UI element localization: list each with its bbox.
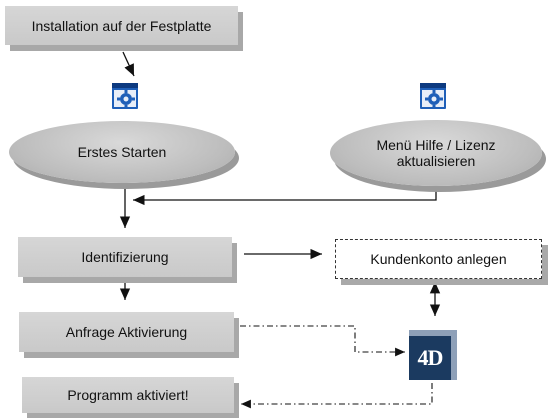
menu-help-text: Menü Hilfe / Lizenz aktualisieren <box>376 137 495 169</box>
arrow-request-to-logo <box>240 325 405 357</box>
program-activated-label: Programm aktiviert! <box>67 387 189 403</box>
install-label: Installation auf der Festplatte <box>31 17 212 34</box>
arrow-install-to-icon <box>122 51 135 77</box>
request-activation-box: Anfrage Aktivierung <box>19 312 234 352</box>
identify-box: Identifizierung <box>18 237 232 277</box>
menu-help-ellipse: Menü Hilfe / Lizenz aktualisieren <box>330 120 542 186</box>
first-start-ellipse: Erstes Starten <box>9 121 235 183</box>
customer-account-box: Kundenkonto anlegen <box>335 239 542 279</box>
menu-help-line2: aktualisieren <box>396 153 476 169</box>
arrow-logo-to-activated <box>241 383 433 409</box>
application-gear-icon <box>418 83 448 111</box>
program-activated-box: Programm aktiviert! <box>22 377 234 413</box>
menu-help-line1: Menü Hilfe / Lizenz <box>376 137 496 153</box>
install-box: Installation auf der Festplatte <box>5 6 238 45</box>
request-activation-label: Anfrage Aktivierung <box>65 324 188 340</box>
application-gear-icon <box>110 83 140 111</box>
4d-logo: 4D <box>409 330 457 380</box>
arrow-menu-to-flow <box>133 183 437 206</box>
customer-account-label: Kundenkonto anlegen <box>370 251 507 267</box>
first-start-label: Erstes Starten <box>77 144 167 160</box>
4d-logo-text: 4D <box>417 345 444 370</box>
identify-label: Identifizierung <box>81 249 169 265</box>
